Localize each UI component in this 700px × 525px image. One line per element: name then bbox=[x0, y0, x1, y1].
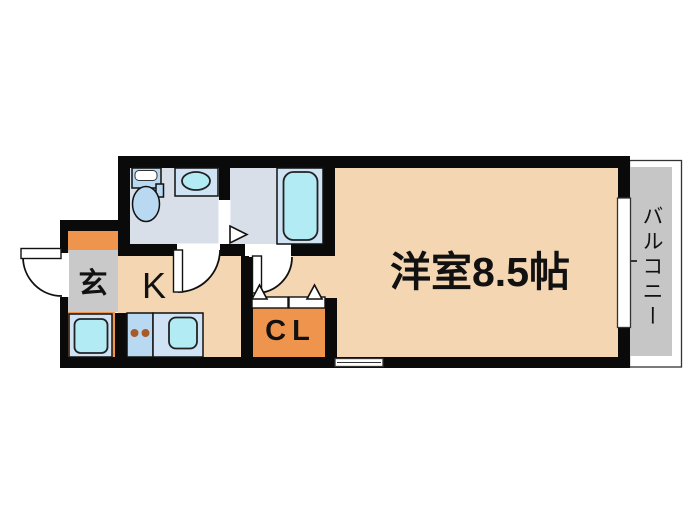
wall-toilet-left bbox=[118, 156, 130, 256]
wall-toilet-bath-divider bbox=[219, 156, 230, 200]
fixtures bbox=[68, 167, 324, 358]
stove-section-icon bbox=[126, 312, 154, 358]
wall-entrance-top bbox=[60, 220, 130, 231]
wall-top bbox=[118, 156, 630, 168]
entrance-door-leaf-icon bbox=[20, 247, 62, 260]
toilet-flush-icon bbox=[155, 183, 165, 198]
kitchen-sink-icon bbox=[168, 316, 198, 350]
washing-machine-icon bbox=[73, 318, 109, 354]
balcony-label: バルコニー bbox=[640, 204, 663, 330]
wall-laundry-divider bbox=[115, 313, 127, 368]
wall-closet-right bbox=[325, 298, 337, 368]
closet-label: CL bbox=[265, 314, 316, 347]
bath-folding-door-arrow-icon bbox=[229, 224, 249, 245]
washroom-door-swing-area bbox=[178, 250, 220, 292]
entrance-genkan-floor bbox=[68, 250, 118, 312]
kitchen-label: K bbox=[141, 265, 166, 306]
entrance-door-swing-area bbox=[23, 257, 62, 296]
closet-fold-arrow-left-icon bbox=[250, 283, 269, 300]
stove-burner-icon bbox=[141, 329, 150, 337]
closet-door-panel-left bbox=[251, 296, 289, 309]
entrance-door-gap bbox=[59, 253, 69, 297]
balcony-window bbox=[616, 197, 632, 329]
toilet-bowl-icon bbox=[131, 185, 161, 223]
wall-bath-right bbox=[323, 156, 335, 256]
room-door-swing-area bbox=[256, 257, 292, 293]
main-room-label: 洋室8.5帖 bbox=[390, 249, 570, 295]
wall-kitchen-room-divider bbox=[241, 256, 253, 368]
closet-fold-arrow-right-icon bbox=[305, 283, 324, 300]
entrance-label: 玄 bbox=[78, 268, 108, 300]
main-room-floor bbox=[335, 168, 618, 357]
stove-burner-icon bbox=[130, 329, 139, 337]
wall-mid-seg2 bbox=[220, 244, 245, 256]
room-door-gap bbox=[249, 244, 291, 257]
washroom-door-leaf-icon bbox=[172, 249, 184, 293]
washroom-door-arc-icon bbox=[177, 249, 221, 293]
bathtub-icon bbox=[282, 171, 319, 241]
washbasin-bowl-icon bbox=[181, 171, 211, 191]
openings-and-doors bbox=[20, 197, 637, 368]
toilet-tank-lid-icon bbox=[134, 170, 158, 181]
closet-door-panel-right bbox=[288, 296, 326, 309]
wall-mid-seg1 bbox=[118, 244, 177, 256]
bath-door-gap bbox=[218, 200, 231, 244]
entrance-door-arc-icon bbox=[22, 256, 63, 297]
entrance-step-upper bbox=[68, 231, 118, 250]
